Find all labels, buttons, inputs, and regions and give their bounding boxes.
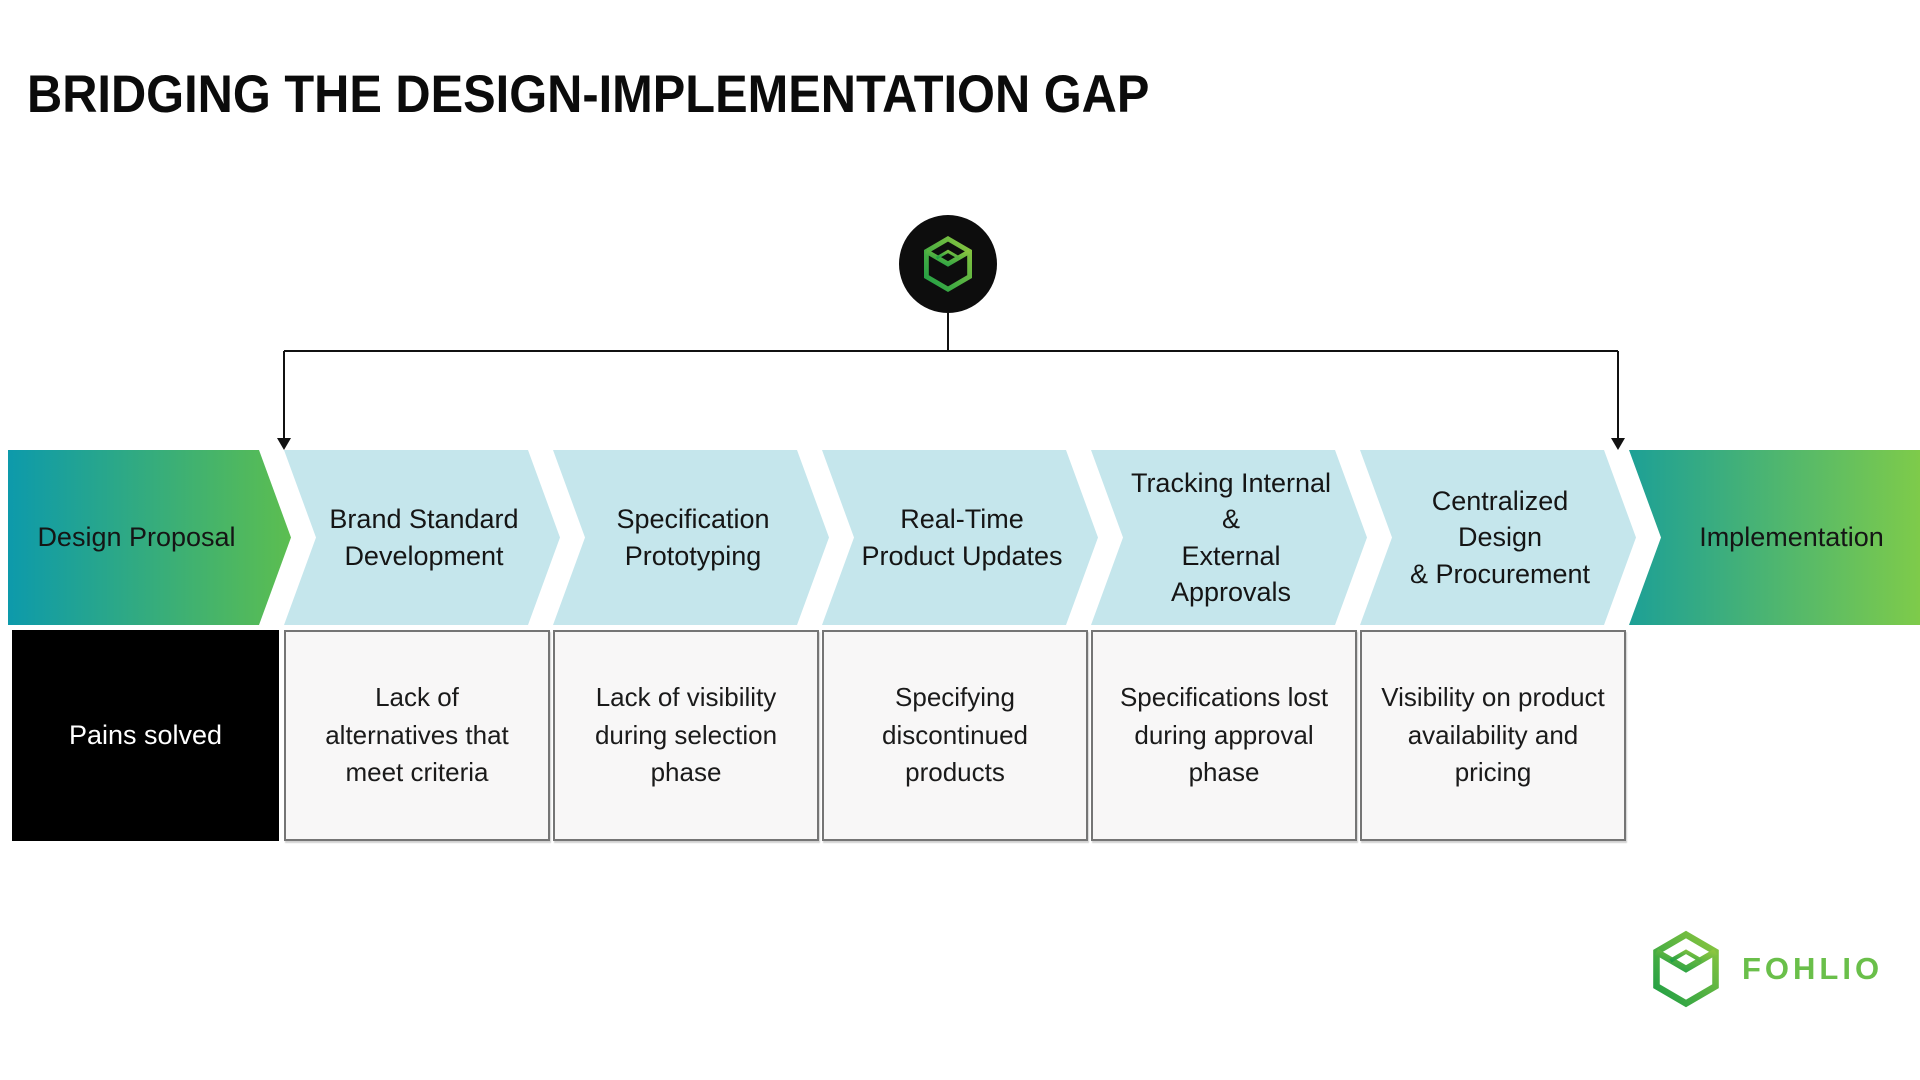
pains-solved-label-box: Pains solved: [12, 630, 279, 841]
fohlio-cube-icon: [918, 234, 978, 294]
pains-solved-label: Pains solved: [68, 720, 223, 750]
fohlio-hub-badge: [899, 215, 997, 313]
stage-implementation: Implementation: [1629, 450, 1920, 625]
stage-chevron: Centralized Design& Procurement: [1360, 450, 1636, 625]
fohlio-cube-icon: [1645, 928, 1727, 1010]
fohlio-logo: FOHLIO: [1645, 928, 1883, 1010]
page-title: BRIDGING THE DESIGN-IMPLEMENTATION GAP: [27, 65, 1150, 124]
stage-design-proposal: Design Proposal: [8, 450, 291, 625]
stage-label: Implementation: [1699, 522, 1884, 553]
stage-chevron: Tracking Internal &External Approvals: [1091, 450, 1367, 625]
stage-label: Design Proposal: [37, 522, 236, 553]
stage-label: Tracking Internal &External Approvals: [1130, 467, 1332, 607]
right-arrowhead-icon: [1611, 438, 1625, 450]
stage-label: Centralized Design& Procurement: [1409, 485, 1591, 589]
fohlio-logo-text: FOHLIO: [1742, 951, 1884, 986]
left-arrowhead-icon: [277, 438, 291, 450]
